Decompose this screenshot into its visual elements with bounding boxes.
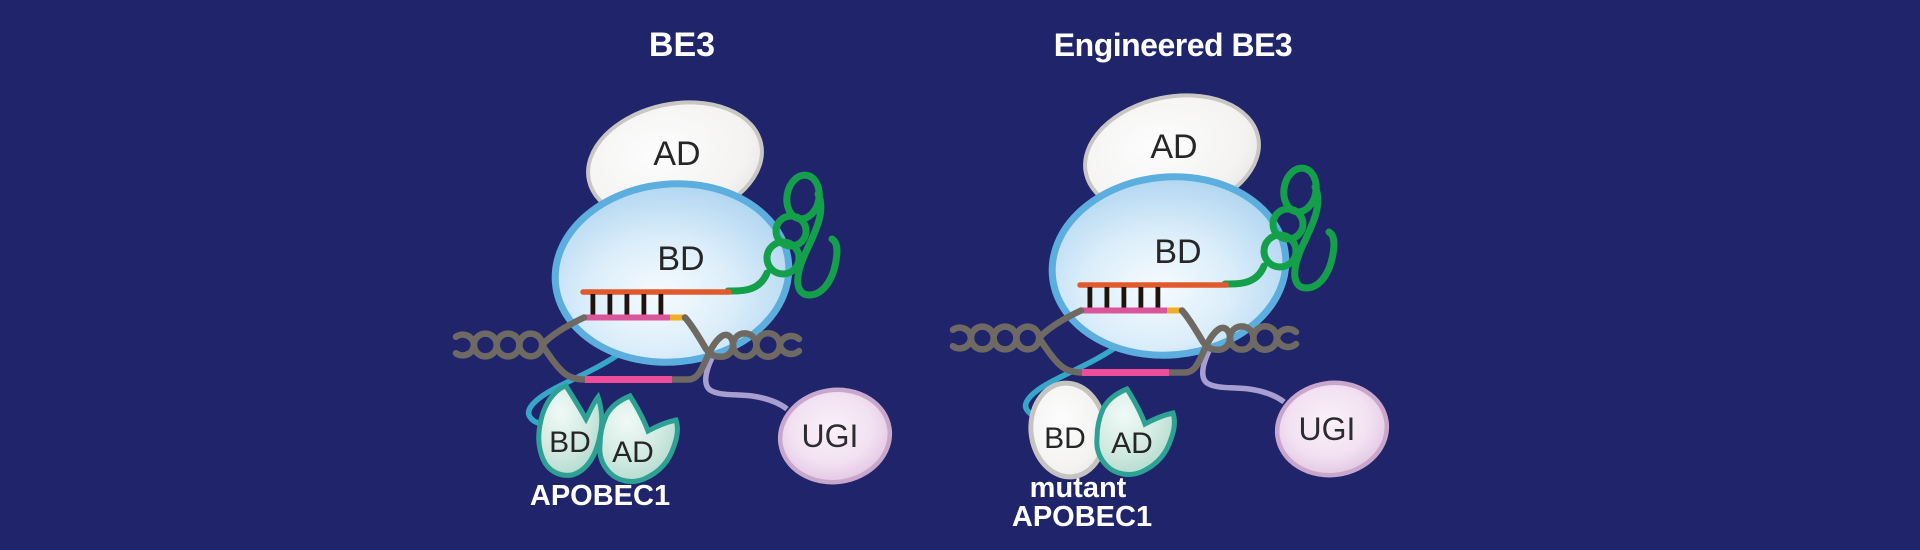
svg-text:APOBEC1: APOBEC1 xyxy=(530,480,670,512)
svg-text:AD: AD xyxy=(1111,427,1153,460)
svg-text:UGI: UGI xyxy=(802,418,859,454)
svg-text:BD: BD xyxy=(1044,422,1086,455)
svg-text:APOBEC1: APOBEC1 xyxy=(1012,501,1152,533)
svg-text:BD: BD xyxy=(657,240,704,278)
svg-text:AD: AD xyxy=(612,436,654,469)
svg-text:BE3: BE3 xyxy=(649,26,715,64)
svg-text:BD: BD xyxy=(549,426,591,459)
svg-text:UGI: UGI xyxy=(1299,411,1356,447)
svg-text:BD: BD xyxy=(1154,233,1201,271)
svg-text:mutant: mutant xyxy=(1030,472,1127,504)
svg-text:AD: AD xyxy=(653,135,700,173)
svg-text:Engineered BE3: Engineered BE3 xyxy=(1054,27,1292,63)
svg-text:AD: AD xyxy=(1150,128,1197,166)
